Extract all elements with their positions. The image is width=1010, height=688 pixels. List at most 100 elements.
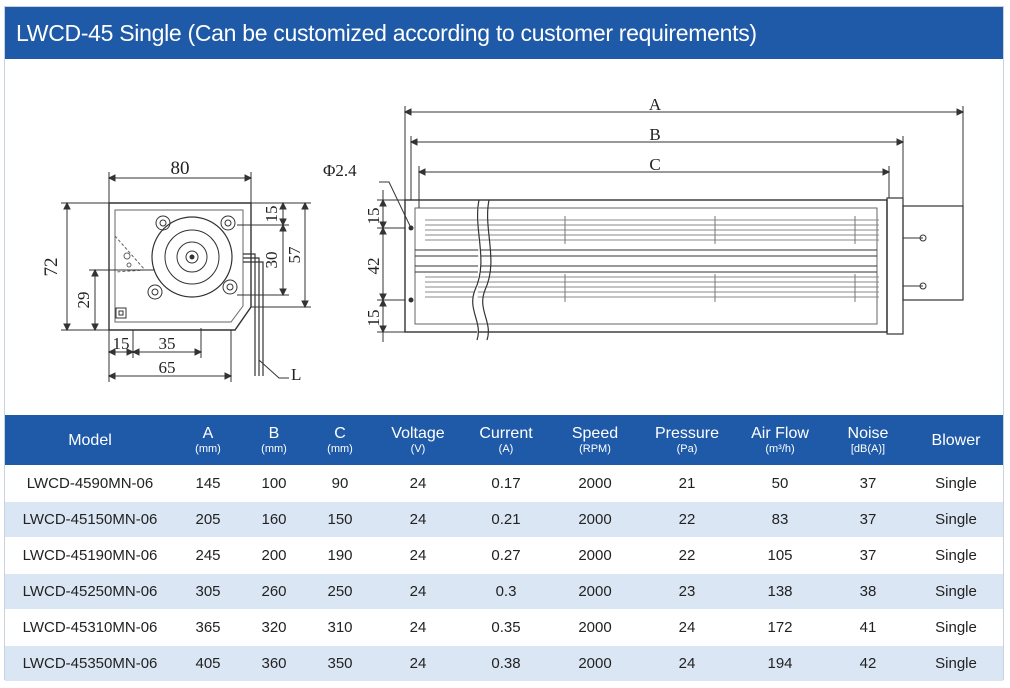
dim-width: 80 xyxy=(171,158,190,179)
page-title: LWCD-45 Single (Can be customized accord… xyxy=(16,19,757,46)
cell-b: 160 xyxy=(241,501,307,538)
cell-voltage: 24 xyxy=(373,609,463,646)
side-view xyxy=(61,172,311,382)
cell-noise: 41 xyxy=(827,609,909,646)
spec-table: Model A(mm) B(mm) C(mm) Voltage(V) Curre… xyxy=(5,415,1003,681)
cell-pressure: 22 xyxy=(641,501,733,538)
cell-noise: 37 xyxy=(827,465,909,502)
col-airflow: Air Flow(m³/h) xyxy=(733,415,827,466)
dim-15-right: 15 xyxy=(262,206,281,223)
cell-c: 350 xyxy=(307,645,373,681)
cell-model: LWCD-45350MN-06 xyxy=(5,645,175,681)
cell-airflow: 194 xyxy=(733,645,827,681)
cell-voltage: 24 xyxy=(373,573,463,610)
cell-b: 200 xyxy=(241,537,307,574)
cell-model: LWCD-45190MN-06 xyxy=(5,537,175,574)
cell-airflow: 50 xyxy=(733,465,827,502)
table-row: LWCD-45150MN-06 205 160 150 24 0.21 2000… xyxy=(5,501,1003,538)
cell-noise: 37 xyxy=(827,501,909,538)
cell-airflow: 172 xyxy=(733,609,827,646)
technical-drawing: 80 72 15 30 57 29 15 35 65 L A B C Φ2.4 … xyxy=(41,95,965,384)
cell-speed: 2000 xyxy=(549,609,641,646)
dim-lead: L xyxy=(291,365,301,384)
cell-blower: Single xyxy=(909,609,1003,646)
table-row: LWCD-4590MN-06 145 100 90 24 0.17 2000 2… xyxy=(5,465,1003,502)
cell-current: 0.38 xyxy=(463,645,549,681)
cell-model: LWCD-45250MN-06 xyxy=(5,573,175,610)
cell-airflow: 83 xyxy=(733,501,827,538)
cell-noise: 37 xyxy=(827,537,909,574)
table-header-row: Model A(mm) B(mm) C(mm) Voltage(V) Curre… xyxy=(5,415,1003,466)
cell-speed: 2000 xyxy=(549,465,641,502)
cell-current: 0.17 xyxy=(463,465,549,502)
dim-29: 29 xyxy=(74,292,93,309)
cell-voltage: 24 xyxy=(373,501,463,538)
page-header: LWCD-45 Single (Can be customized accord… xyxy=(5,7,1003,59)
cell-a: 365 xyxy=(175,609,241,646)
cell-blower: Single xyxy=(909,465,1003,502)
table-row: LWCD-45350MN-06 405 360 350 24 0.38 2000… xyxy=(5,645,1003,681)
col-model: Model xyxy=(5,415,175,466)
col-c: C(mm) xyxy=(307,415,373,466)
cell-airflow: 105 xyxy=(733,537,827,574)
dim-height: 72 xyxy=(41,258,62,277)
cell-speed: 2000 xyxy=(549,501,641,538)
dim-15-lower: 15 xyxy=(364,310,383,327)
dim-a: A xyxy=(649,95,662,114)
cell-a: 205 xyxy=(175,501,241,538)
col-blower: Blower xyxy=(909,415,1003,466)
cell-blower: Single xyxy=(909,501,1003,538)
cell-noise: 38 xyxy=(827,573,909,610)
col-speed: Speed(RPM) xyxy=(549,415,641,466)
col-noise: Noise[dB(A)] xyxy=(827,415,909,466)
dim-42: 42 xyxy=(364,258,383,275)
cell-pressure: 23 xyxy=(641,573,733,610)
table-row: LWCD-45310MN-06 365 320 310 24 0.35 2000… xyxy=(5,609,1003,646)
cell-c: 250 xyxy=(307,573,373,610)
cell-b: 320 xyxy=(241,609,307,646)
col-pressure: Pressure(Pa) xyxy=(641,415,733,466)
cell-c: 310 xyxy=(307,609,373,646)
col-b: B(mm) xyxy=(241,415,307,466)
cell-blower: Single xyxy=(909,537,1003,574)
cell-c: 190 xyxy=(307,537,373,574)
dim-30: 30 xyxy=(262,252,281,269)
cell-voltage: 24 xyxy=(373,537,463,574)
cell-a: 405 xyxy=(175,645,241,681)
cell-b: 100 xyxy=(241,465,307,502)
cell-b: 260 xyxy=(241,573,307,610)
cell-b: 360 xyxy=(241,645,307,681)
cell-airflow: 138 xyxy=(733,573,827,610)
dim-35: 35 xyxy=(159,334,176,353)
cell-c: 90 xyxy=(307,465,373,502)
cell-current: 0.3 xyxy=(463,573,549,610)
col-a: A(mm) xyxy=(175,415,241,466)
table-row: LWCD-45250MN-06 305 260 250 24 0.3 2000 … xyxy=(5,573,1003,610)
cell-c: 150 xyxy=(307,501,373,538)
cell-current: 0.27 xyxy=(463,537,549,574)
cell-current: 0.21 xyxy=(463,501,549,538)
dim-57: 57 xyxy=(285,246,304,264)
dim-b: B xyxy=(649,125,660,144)
dim-65: 65 xyxy=(159,358,176,377)
col-current: Current(A) xyxy=(463,415,549,466)
cell-pressure: 22 xyxy=(641,537,733,574)
front-view xyxy=(377,106,965,342)
cell-voltage: 24 xyxy=(373,465,463,502)
dim-15-bottom: 15 xyxy=(113,334,130,353)
cell-model: LWCD-45310MN-06 xyxy=(5,609,175,646)
cell-pressure: 24 xyxy=(641,645,733,681)
dim-c: C xyxy=(649,155,660,174)
cell-speed: 2000 xyxy=(549,645,641,681)
cell-a: 245 xyxy=(175,537,241,574)
cell-pressure: 24 xyxy=(641,609,733,646)
cell-current: 0.35 xyxy=(463,609,549,646)
cell-blower: Single xyxy=(909,645,1003,681)
cell-speed: 2000 xyxy=(549,573,641,610)
cell-voltage: 24 xyxy=(373,645,463,681)
cell-model: LWCD-4590MN-06 xyxy=(5,465,175,502)
dim-hole: Φ2.4 xyxy=(323,161,357,180)
cell-a: 145 xyxy=(175,465,241,502)
cell-noise: 42 xyxy=(827,645,909,681)
col-voltage: Voltage(V) xyxy=(373,415,463,466)
